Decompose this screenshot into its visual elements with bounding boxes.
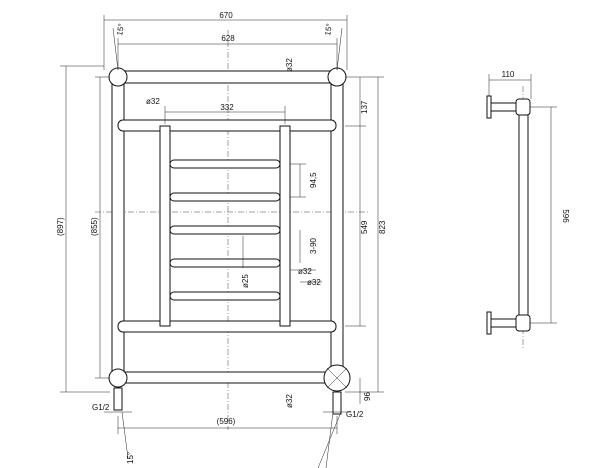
inner-right-post	[279, 125, 291, 327]
dim-137: 137	[360, 100, 369, 114]
upper-rail	[117, 119, 337, 132]
front-view: 670 628 15° 15° ø32 332 ø32 137 94,5 3-9…	[56, 11, 387, 468]
valve-left	[113, 387, 123, 411]
wall-bracket-top-arm	[490, 102, 518, 112]
dim-pipe-dia-top: ø32	[285, 58, 294, 72]
side-tube	[518, 111, 529, 319]
dim-overall-width: 670	[219, 11, 233, 20]
dim-855: (855)	[90, 217, 99, 236]
valve-right	[332, 391, 342, 415]
dim-bar-dia: 3-90	[309, 237, 318, 254]
corner-joint	[327, 67, 347, 87]
dim-angle-top-left: 15°	[115, 23, 126, 36]
bottom-rail	[117, 371, 337, 384]
wall-bracket-bottom	[486, 311, 492, 335]
inner-left-post	[159, 125, 171, 327]
dim-inner-width: 628	[221, 34, 235, 43]
dim-thread-left: G1/2	[92, 403, 110, 412]
dim-thread-right: G1/2	[346, 410, 364, 419]
wall-bracket-bottom-arm	[490, 318, 518, 328]
inner-bar	[169, 225, 281, 235]
dim-823: 823	[378, 220, 387, 234]
dim-dia-32-b: ø32	[307, 278, 321, 287]
corner-joint	[108, 368, 128, 388]
side-joint-top	[515, 98, 531, 116]
inner-bar	[169, 291, 281, 301]
inner-bar	[169, 258, 281, 268]
dim-96: 96	[363, 392, 372, 401]
dim-bar-spacing: 94,5	[309, 172, 318, 188]
dim-angle-bottom: 15°	[126, 452, 135, 464]
wall-bracket-top	[486, 95, 492, 119]
dim-side-height: 596	[561, 209, 570, 223]
dim-angle-top-right: 15°	[323, 23, 334, 36]
inner-bar	[169, 159, 281, 169]
dim-dia-25: ø25	[241, 274, 250, 288]
side-joint-bottom	[515, 314, 531, 332]
corner-joint	[108, 67, 128, 87]
side-view: 110 596	[486, 70, 570, 348]
dim-897: (897)	[56, 217, 65, 236]
inner-bar	[169, 192, 281, 202]
lower-rail	[117, 320, 337, 333]
dim-pipe-dia-bottom: ø32	[285, 394, 294, 408]
top-rail	[117, 70, 337, 84]
dim-549: 549	[360, 220, 369, 234]
dim-dia-32-a: ø32	[298, 267, 312, 276]
dim-bottom-width: (596)	[217, 417, 236, 426]
dim-inner-panel-width: 332	[220, 103, 234, 112]
dim-side-depth: 110	[502, 70, 515, 79]
dim-pipe-dia-left: ø32	[146, 97, 160, 106]
